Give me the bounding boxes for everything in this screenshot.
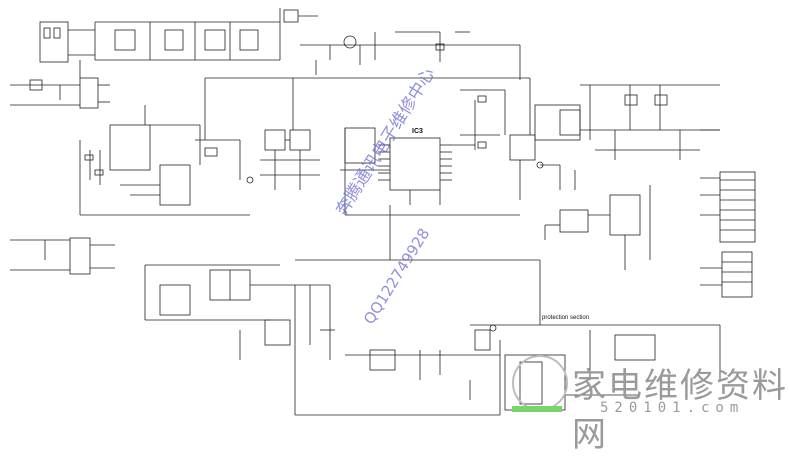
logo-accent-bar — [512, 406, 562, 412]
ic3-section — [340, 89, 520, 260]
logo-badge-icon — [512, 355, 568, 411]
main-transformer-section — [509, 78, 720, 200]
connector-b — [721, 251, 753, 298]
ic3-label: IC3 — [412, 128, 423, 135]
circuit-schematic — [10, 8, 756, 416]
schematic-canvas: IC3 protection section 奔腾通讯电子维修中心 QQ1227… — [10, 8, 786, 455]
ac-input-section — [10, 60, 110, 109]
protection-section-label: protection section — [542, 315, 590, 321]
output-connectors — [700, 171, 756, 298]
pfc-controller-section — [79, 105, 250, 216]
ic3-chip — [389, 137, 441, 191]
connector-a — [719, 171, 756, 243]
bulk-rail-section — [300, 31, 521, 80]
feedback-section — [544, 185, 651, 270]
site-logo-domain: 520101.com — [600, 400, 745, 416]
input-filter-section — [39, 8, 318, 63]
pfc-switch-section — [204, 77, 530, 190]
standby-section — [10, 237, 335, 360]
